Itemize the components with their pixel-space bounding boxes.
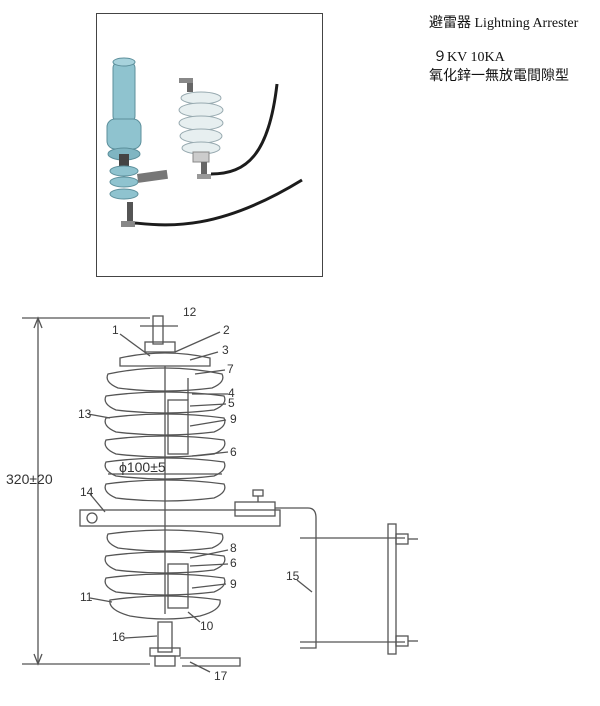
callout-1: 1 bbox=[112, 323, 119, 337]
callout-11: 11 bbox=[80, 590, 93, 604]
callout-6: 6 bbox=[230, 445, 237, 459]
callout-7: 7 bbox=[227, 362, 234, 376]
callout-15: 15 bbox=[286, 569, 300, 583]
diameter-dimension-label: ϕ100±5 bbox=[119, 459, 166, 475]
callout-9: 9 bbox=[230, 412, 237, 426]
product-photo bbox=[96, 13, 323, 277]
callout-14: 14 bbox=[80, 485, 94, 499]
callout-2: 2 bbox=[223, 323, 230, 337]
callout-4: 4 bbox=[228, 386, 235, 400]
page-title: 避雷器 Lightning Arrester bbox=[429, 16, 579, 31]
callout-13: 13 bbox=[78, 407, 92, 421]
callout-8: 8 bbox=[230, 541, 237, 555]
spec-rating: ９KV 10KA bbox=[433, 50, 505, 65]
callout-9-lower: 9 bbox=[230, 577, 237, 591]
white-arrester-image bbox=[178, 78, 279, 179]
technical-drawing: 320±20 ϕ100±5 1 2 3 4 5 6 7 8 9 10 11 12… bbox=[0, 296, 600, 706]
callout-3: 3 bbox=[222, 343, 229, 357]
callout-12: 12 bbox=[183, 305, 197, 319]
callout-10: 10 bbox=[200, 619, 214, 633]
spec-type: 氧化鋅一無放電間隙型 bbox=[429, 69, 569, 84]
height-dimension-label: 320±20 bbox=[6, 471, 53, 487]
callout-5: 5 bbox=[228, 396, 235, 410]
callout-17: 17 bbox=[214, 669, 228, 683]
blue-arrester-image bbox=[106, 57, 303, 227]
callout-6-lower: 6 bbox=[230, 556, 237, 570]
callout-16: 16 bbox=[112, 630, 126, 644]
